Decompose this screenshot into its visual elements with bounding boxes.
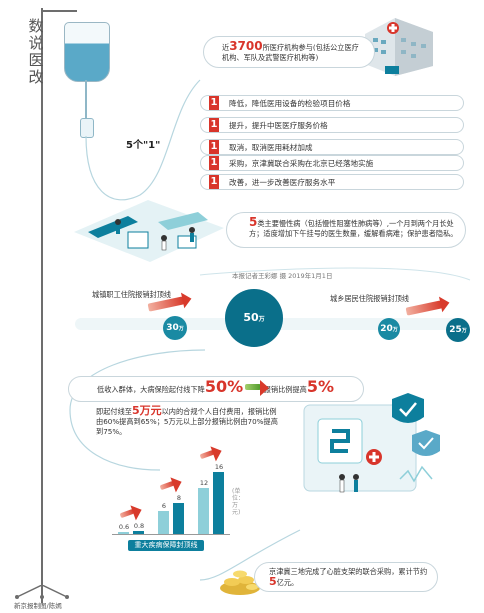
medical-screen-illustration-icon [303,393,440,493]
item-number: 1 [209,156,219,170]
drip-chamber-icon [80,118,94,138]
chart-unit-label: (单位：万元) [232,488,245,516]
hospital-building-icon [365,18,433,76]
intro-box: 近3700所医疗机构参与(包括公立医疗机构、军队及武警医疗机构等) [203,36,375,68]
item-number: 1 [209,96,219,110]
bar-value-label: 0.6 [118,522,130,531]
procurement-box: 京津冀三地完成了心脏支架的联合采购，累计节约5亿元。 [254,562,438,592]
bar-value-label: 12 [199,478,209,487]
list-item: 1 改善，进一步改善医疗服务水平 [200,174,464,190]
iv-stand-pole [41,8,43,603]
credit-text: 新京报制图/陈嫣 [14,602,62,610]
low-income-detail: 即起付线至5万元以内的合规个人自付费用，报销比例由60%提高到65%；5万元以上… [96,404,278,436]
increase-arrow-icon [119,508,135,519]
urban-to-value: 50万 [225,289,283,347]
bar [198,487,209,534]
bar-value-label: 16 [214,463,224,471]
iv-stand-base [15,585,69,599]
clinic-illustration-icon [74,200,224,262]
increase-arrow-icon [159,480,175,491]
rural-insurance-label: 城乡居民住院报销封顶线 [330,294,410,303]
bar [118,531,129,534]
page-title: 数说医改 [28,17,44,86]
photo-credit: 本报记者王彩娜 摄 2019年1月1日 [232,272,333,280]
bar [158,510,169,534]
rural-to-value: 25万 [446,318,470,342]
list-item: 1 降低，降低医用设备的检验项目价格 [200,95,464,111]
item-number: 1 [209,140,219,154]
item-number: 1 [209,175,219,189]
bar-value-label: 8 [176,494,182,502]
urban-from-value: 30万 [163,316,187,340]
iv-bag-icon [64,22,110,82]
list-item: 1 提升，提升中医医疗服务价格 [200,117,464,133]
bar [213,472,224,534]
bar-value-label: 6 [161,501,167,510]
list-item: 1 采购，京津冀联合采购在北京已经落地实施 [200,155,464,171]
chronic-disease-box: 5类主要慢性病（包括慢性阻塞性肺病等）,一个月到两个月长处方；适度增加下午挂号的… [226,212,466,248]
item-number: 1 [209,118,219,132]
bar [133,530,144,534]
five-ones-label: 5个"1" [126,140,161,151]
coins-icon [220,570,260,595]
bar-value-label: 0.8 [133,521,145,530]
low-income-box: 低收入群体，大病保险起付线下降50% 报销比例提高5% [68,376,364,402]
rural-from-value: 20万 [378,318,400,340]
x-axis [112,534,230,535]
iv-tube [85,80,87,120]
urban-insurance-label: 城镇职工住院报销封顶线 [92,290,172,299]
chart-title: 重大疾病保障封顶线 [128,540,204,551]
list-item: 1 取消，取消医用耗材加成 [200,139,464,155]
iv-stand-hook [41,10,77,12]
bar [173,503,184,534]
